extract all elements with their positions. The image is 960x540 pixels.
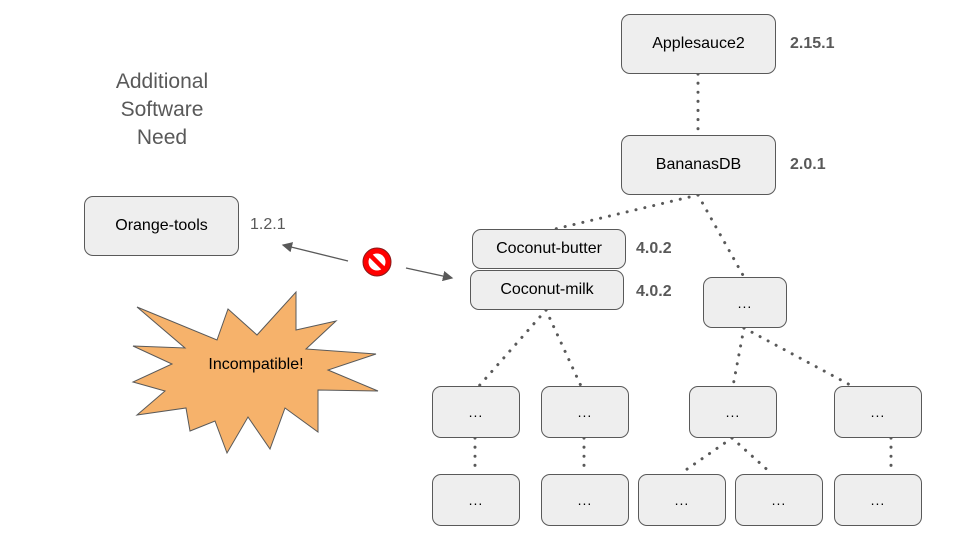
node-applesauce2: Applesauce2: [621, 14, 776, 74]
node-placeholder: ...: [834, 474, 922, 526]
version-coconut-butter: 4.0.2: [636, 240, 672, 257]
prohibited-icon: [362, 247, 392, 277]
node-coconut-milk: Coconut-milk: [470, 270, 624, 310]
node-label: ...: [577, 492, 593, 508]
node-placeholder: ...: [541, 386, 629, 438]
node-label: Applesauce2: [652, 35, 745, 52]
connector-right-mid: [731, 326, 746, 388]
node-placeholder: ...: [703, 277, 787, 328]
node-label: BananasDB: [655, 156, 742, 173]
version-applesauce2: 2.15.1: [790, 35, 835, 52]
node-label: Coconut-milk: [500, 281, 594, 298]
connector-bananas-coconut: [553, 193, 700, 231]
title-line-3: Need: [136, 126, 188, 149]
node-placeholder: ...: [638, 474, 726, 526]
node-placeholder: ...: [541, 474, 629, 526]
node-label: ...: [674, 492, 690, 508]
incompatible-label: Incompatible!: [208, 356, 304, 373]
node-label: ...: [870, 492, 886, 508]
arrow-to-orange: [281, 242, 349, 262]
title-line-1: Additional: [115, 70, 209, 93]
node-placeholder: ...: [689, 386, 777, 438]
connector-milk-left: [477, 308, 548, 388]
node-label: ...: [468, 404, 484, 420]
node-label: ...: [771, 492, 787, 508]
node-label: ...: [870, 404, 886, 420]
node-orange-tools: Orange-tools: [84, 196, 239, 256]
version-orange-tools: 1.2.1: [250, 216, 286, 233]
node-placeholder: ...: [735, 474, 823, 526]
connector-right-far: [742, 326, 854, 388]
incompatible-burst: [131, 290, 379, 455]
arrow-to-coconut: [405, 267, 454, 282]
node-label: ...: [577, 404, 593, 420]
version-bananasdb: 2.0.1: [790, 156, 826, 173]
node-placeholder: ...: [432, 474, 520, 526]
node-coconut-butter: Coconut-butter: [472, 229, 626, 269]
title-line-2: Software: [120, 98, 204, 121]
node-label: ...: [725, 404, 741, 420]
version-coconut-milk: 4.0.2: [636, 283, 672, 300]
node-label: Coconut-butter: [496, 240, 602, 257]
node-placeholder: ...: [834, 386, 922, 438]
node-placeholder: ...: [432, 386, 520, 438]
node-label: Orange-tools: [115, 217, 208, 234]
connector-bananas-right: [696, 193, 746, 279]
connector-mid-left: [678, 436, 734, 476]
node-label: ...: [737, 294, 753, 311]
connector-milk-right: [544, 308, 583, 388]
connector-mid-right: [730, 436, 774, 476]
node-label: ...: [468, 492, 484, 508]
node-bananasdb: BananasDB: [621, 135, 776, 195]
diagram-title: Additional Software Need: [92, 68, 232, 152]
